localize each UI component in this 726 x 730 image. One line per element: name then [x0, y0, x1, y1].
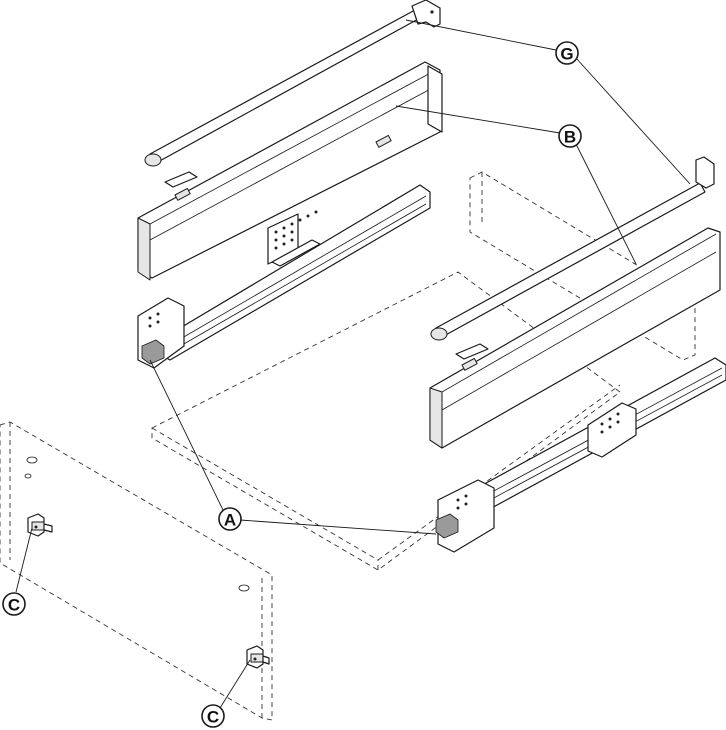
gallery-rail-right: [430, 156, 715, 360]
callout-b-label: B: [564, 128, 576, 147]
runner-left: [137, 184, 431, 369]
callout-g-label: G: [560, 45, 573, 64]
leader-lines: [15, 19, 691, 709]
sidewall-right: [429, 227, 721, 449]
runner-right: [435, 357, 726, 553]
callout-c-right-label: C: [207, 708, 219, 727]
drawer-front-panel: [0, 421, 273, 721]
gallery-rail-left: [144, 0, 441, 188]
callout-a-label: A: [224, 511, 236, 530]
callout-c-left: C: [2, 592, 26, 616]
callout-c-left-label: C: [8, 596, 20, 615]
sidewall-left: [137, 61, 443, 281]
callout-c-right: C: [201, 704, 225, 728]
callout-a: A: [218, 507, 242, 531]
front-fixing-bracket-right: [246, 645, 270, 669]
callout-g: G: [555, 41, 579, 65]
callout-b: B: [558, 124, 582, 148]
front-fixing-bracket-left: [27, 513, 53, 537]
